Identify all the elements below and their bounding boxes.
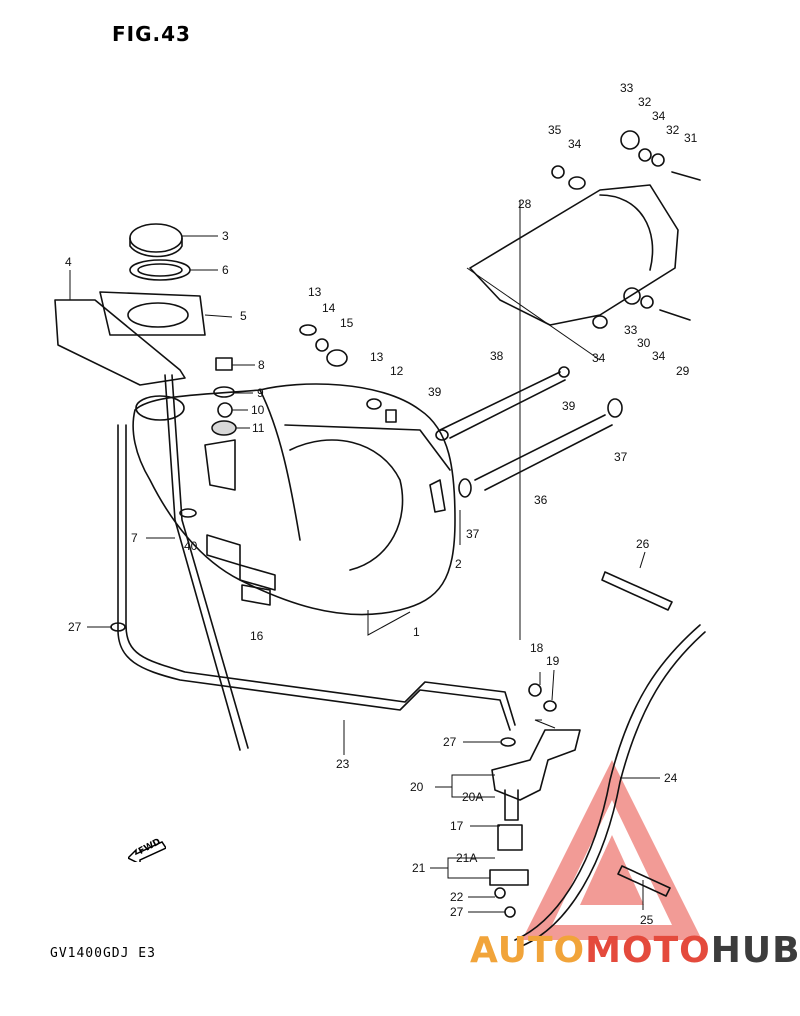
callout-12: 12 <box>390 364 404 378</box>
callout-18: 18 <box>530 641 544 655</box>
fwd-arrow-icon <box>128 841 166 862</box>
callout-9: 9 <box>257 386 264 400</box>
callouts: 1 2 3 4 5 6 7 8 9 10 11 12 13 13 14 15 1… <box>65 81 698 927</box>
callout-16: 16 <box>250 629 264 643</box>
callout-29: 29 <box>676 364 690 378</box>
callout-17: 17 <box>450 819 464 833</box>
watermark-logo <box>522 760 702 940</box>
callout-35: 35 <box>548 123 562 137</box>
callout-27a: 27 <box>68 620 82 634</box>
watermark-part1: AUTO <box>470 930 586 971</box>
callout-2: 2 <box>455 557 462 571</box>
callout-37b: 37 <box>614 450 628 464</box>
callout-36: 36 <box>534 493 548 507</box>
figure-title: FIG.43 <box>112 22 191 46</box>
callout-24: 24 <box>664 771 678 785</box>
callout-28: 28 <box>518 197 532 211</box>
callout-34c: 34 <box>592 351 606 365</box>
callout-30: 30 <box>637 336 651 350</box>
callout-20a: 20A <box>462 790 483 804</box>
callout-39a: 39 <box>428 385 442 399</box>
callout-33b: 33 <box>624 323 638 337</box>
callout-34a: 34 <box>568 137 582 151</box>
callout-39b: 39 <box>562 399 576 413</box>
callout-37a: 37 <box>466 527 480 541</box>
watermark-part2: MOTO <box>585 930 711 971</box>
callout-20: 20 <box>410 780 424 794</box>
callout-13a: 13 <box>308 285 322 299</box>
callout-38: 38 <box>490 349 504 363</box>
callout-13b: 13 <box>370 350 384 364</box>
callout-14: 14 <box>322 301 336 315</box>
watermark-part3: HUB <box>710 930 800 971</box>
callout-21a: 21A <box>456 851 477 865</box>
callout-31: 31 <box>684 131 698 145</box>
callout-27b: 27 <box>443 735 457 749</box>
model-code: GV1400GDJ E3 <box>50 946 156 961</box>
callout-25: 25 <box>640 913 654 927</box>
fuel-tank <box>132 383 456 616</box>
callout-5: 5 <box>240 309 247 323</box>
callout-33a: 33 <box>620 81 634 95</box>
callout-10: 10 <box>251 403 265 417</box>
callout-40: 40 <box>184 539 198 553</box>
callout-34b: 34 <box>652 109 666 123</box>
callout-32b: 32 <box>666 123 680 137</box>
callout-8: 8 <box>258 358 265 372</box>
callout-15: 15 <box>340 316 354 330</box>
callout-19: 19 <box>546 654 560 668</box>
callout-7: 7 <box>131 531 138 545</box>
callout-26: 26 <box>636 537 650 551</box>
callout-3: 3 <box>222 229 229 243</box>
callout-22: 22 <box>450 890 464 904</box>
callout-27c: 27 <box>450 905 464 919</box>
callout-1: 1 <box>413 625 420 639</box>
callout-21: 21 <box>412 861 426 875</box>
watermark-text: AUTOMOTOHUB <box>470 930 800 971</box>
callout-32a: 32 <box>638 95 652 109</box>
callout-11: 11 <box>252 421 265 435</box>
callout-6: 6 <box>222 263 229 277</box>
callout-4: 4 <box>65 255 72 269</box>
callout-34d: 34 <box>652 349 666 363</box>
callout-23: 23 <box>336 757 350 771</box>
